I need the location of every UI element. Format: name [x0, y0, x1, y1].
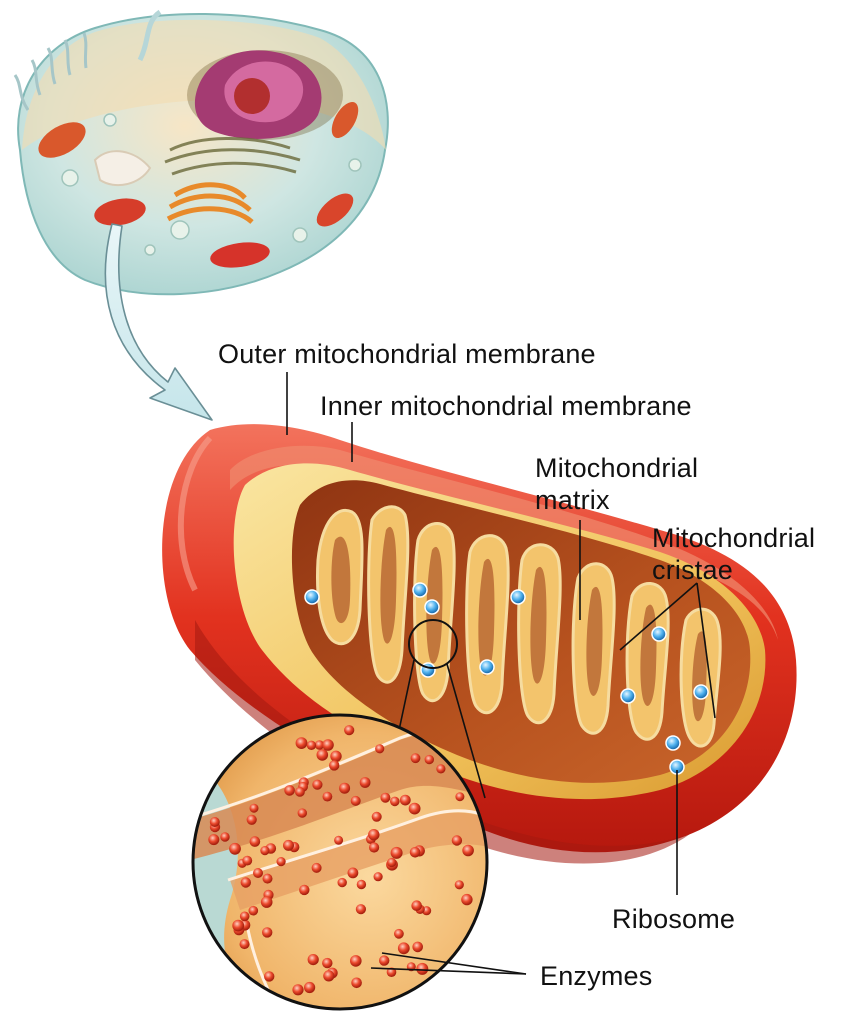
enzyme-dot: [411, 900, 422, 911]
enzyme-dot: [348, 868, 359, 879]
enzyme-dot: [249, 906, 259, 916]
enzyme-dot: [307, 741, 316, 750]
ribosome-dot: [511, 590, 525, 604]
enzyme-dot: [210, 817, 220, 827]
ribosome-dot: [425, 600, 439, 614]
enzyme-dot: [412, 942, 423, 953]
enzyme-dot: [425, 755, 434, 764]
enzyme-dot: [360, 777, 371, 788]
enzyme-dot: [242, 856, 252, 866]
enzyme-dot: [295, 787, 305, 797]
enzyme-dot: [455, 792, 464, 801]
enzyme-dot: [240, 939, 250, 949]
enzyme-dot: [357, 880, 366, 889]
label-cristae: Mitochondrial cristae: [652, 522, 815, 586]
enzyme-dot: [334, 836, 343, 845]
label-enzymes: Enzymes: [540, 960, 652, 992]
enzyme-dot: [398, 942, 410, 954]
enzyme-dot: [277, 857, 286, 866]
enzyme-dot: [323, 970, 334, 981]
enzyme-dot: [283, 840, 294, 851]
enzyme-dot: [391, 847, 403, 859]
enzyme-dot: [351, 978, 362, 989]
ribosome-dot: [694, 685, 708, 699]
enzyme-dot: [322, 958, 332, 968]
enzyme-dot: [356, 904, 366, 914]
enzyme-dot: [436, 764, 445, 773]
enzyme-dot: [323, 792, 333, 802]
enzyme-dot: [409, 803, 421, 815]
enzyme-dot: [344, 725, 354, 735]
ribosome-dot: [480, 660, 494, 674]
enzyme-dot: [312, 863, 322, 873]
enzyme-dot: [455, 880, 464, 889]
enzyme-dot: [329, 760, 339, 770]
enzyme-dot: [461, 894, 472, 905]
enzyme-dot: [298, 808, 307, 817]
enzyme-dot: [240, 912, 250, 922]
enzyme-dot: [375, 744, 384, 753]
enzyme-dot: [241, 877, 251, 887]
enzyme-dot: [220, 832, 229, 841]
enzyme-dot: [390, 797, 400, 807]
enzyme-dot: [208, 834, 219, 845]
enzyme-dot: [374, 872, 383, 881]
enzyme-dot: [264, 971, 274, 981]
ribosome-dot: [305, 590, 319, 604]
enzyme-dot: [368, 829, 379, 840]
enzyme-dot: [380, 793, 390, 803]
enzyme-dot: [304, 982, 315, 993]
enzyme-dot: [253, 868, 263, 878]
enzyme-dot: [338, 878, 347, 887]
label-ribosome: Ribosome: [612, 903, 735, 935]
enzyme-dot: [416, 963, 428, 975]
enzyme-dot: [262, 927, 272, 937]
enzyme-dot: [247, 815, 257, 825]
enzyme-dot: [317, 749, 329, 761]
enzyme-dot: [369, 842, 379, 852]
enzyme-dot: [292, 984, 303, 995]
enzyme-dot: [299, 885, 309, 895]
enzyme-dot: [379, 955, 389, 965]
enzyme-dot: [351, 796, 361, 806]
enzyme-dot: [229, 843, 241, 855]
ribosome-dot: [666, 736, 680, 750]
label-inner-membrane: Inner mitochondrial membrane: [320, 390, 692, 422]
animal-cell-illustration: [15, 12, 388, 294]
enzyme-dot: [263, 874, 273, 884]
enzyme-dot: [410, 847, 421, 858]
ribosome-dot: [652, 627, 666, 641]
label-outer-membrane: Outer mitochondrial membrane: [218, 338, 596, 370]
enzyme-dot: [260, 846, 269, 855]
enzyme-dot: [308, 954, 319, 965]
enzyme-dot: [250, 804, 259, 813]
enzyme-dot: [250, 836, 261, 847]
enzyme-dot: [284, 785, 295, 796]
enzyme-dot: [394, 929, 404, 939]
enzyme-dot: [411, 753, 421, 763]
enzyme-dot: [312, 780, 322, 790]
enzyme-dot: [400, 795, 411, 806]
enzyme-dot: [350, 955, 362, 967]
enzyme-dot: [339, 783, 350, 794]
ribosome-dot: [413, 583, 427, 597]
enzyme-dot: [232, 920, 244, 932]
ribosome-dot: [621, 689, 635, 703]
enzyme-dot: [322, 739, 334, 751]
enzyme-dot: [387, 858, 396, 867]
enzyme-dot: [462, 845, 474, 857]
enzyme-dot: [330, 751, 341, 762]
label-matrix: Mitochondrial matrix: [535, 452, 698, 516]
enzyme-dot: [372, 812, 382, 822]
enzyme-dot: [452, 835, 462, 845]
enzyme-dot: [261, 896, 273, 908]
enzyme-dot: [296, 737, 308, 749]
